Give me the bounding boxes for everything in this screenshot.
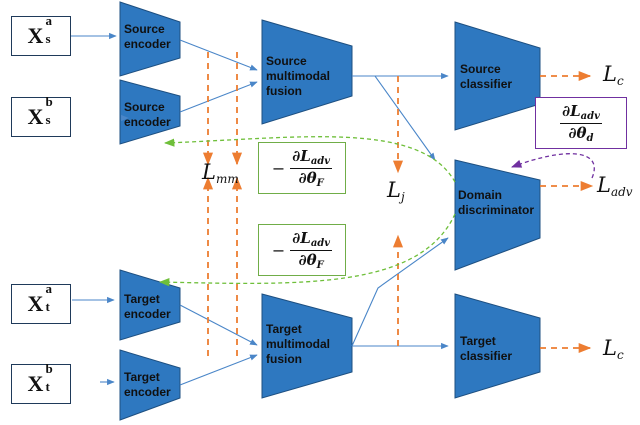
green-upper-gradient-curve (163, 136, 456, 183)
loss-lc-source: Lc (603, 62, 624, 88)
target-fusion-shape (261, 293, 353, 399)
target-encoder-b-shape (119, 349, 181, 421)
target-encoder-a-label: Target encoder (124, 292, 171, 321)
input-xta-sub: t (45, 299, 50, 314)
loss-lj: Lj (387, 178, 405, 204)
target-classifier-label: Target classifier (460, 334, 513, 363)
gradient-disc-box: ∂Ladv ∂θd (535, 97, 627, 149)
input-xta: X a t (11, 281, 71, 324)
source-encoder-a-label: Source encoder (124, 22, 171, 51)
input-xsb-sup: b (45, 94, 53, 109)
input-xsb-sub: s (45, 112, 51, 127)
loss-lmm: Lmm (202, 160, 239, 186)
source-encoder-a-shape (119, 1, 181, 77)
input-xsa-sub: s (45, 31, 51, 46)
input-xsb-base: X (27, 104, 44, 129)
green-lower-gradient-curve (158, 213, 456, 287)
domain-discriminator-label: Domain discriminator (458, 188, 535, 217)
source-encoder-b-label: Source encoder (124, 100, 171, 129)
loss-lc-target: Lc (603, 336, 624, 362)
arrow-tenc-b-fusion (179, 354, 258, 386)
arrow-senc-b-fusion (179, 81, 258, 113)
input-xsa-sup: a (45, 13, 52, 28)
input-xtb: X b t (11, 361, 71, 404)
loss-ladv: Ladv (597, 173, 633, 199)
target-encoder-b-label: Target encoder (124, 370, 171, 399)
source-fusion-label: Source multimodal fusion (266, 54, 331, 98)
input-xtb-sup: b (45, 361, 53, 376)
source-classifier-label: Source classifier (460, 62, 513, 91)
input-xtb-sub: t (45, 379, 50, 394)
source-fusion-shape (261, 19, 353, 125)
input-xta-sup: a (45, 281, 52, 296)
target-fusion-label: Target multimodal fusion (266, 322, 331, 366)
input-xtb-base: X (27, 371, 44, 396)
domain-discriminator-shape (454, 159, 541, 271)
purple-disc-gradient-curve (511, 153, 595, 179)
input-xsa: X a s (11, 13, 71, 56)
gradient-feat-lower-box: − ∂Ladv ∂θF (258, 224, 346, 276)
arrow-sfusion-discriminator (352, 75, 436, 161)
input-xta-base: X (27, 291, 44, 316)
target-classifier-shape (454, 293, 541, 399)
input-xsa-base: X (27, 23, 44, 48)
arrow-tenc-a-fusion (179, 304, 258, 346)
gradient-feat-upper-box: − ∂Ladv ∂θF (258, 142, 346, 194)
input-xsb: X b s (11, 94, 71, 137)
source-encoder-b-shape (119, 79, 181, 145)
arrow-tfusion-discriminator (351, 237, 449, 347)
arrow-senc-a-fusion (179, 39, 258, 71)
